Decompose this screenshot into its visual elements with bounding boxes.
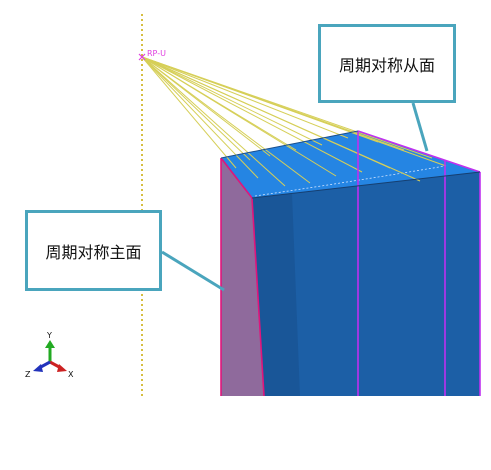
master-face-edges bbox=[220, 157, 265, 397]
top-partition-line bbox=[254, 165, 446, 197]
front-face[interactable] bbox=[252, 172, 480, 396]
triad-x-label: X bbox=[68, 370, 74, 379]
view-triad: Y X Z bbox=[25, 331, 74, 379]
triad-y-arrow bbox=[45, 340, 55, 348]
master-face[interactable] bbox=[221, 158, 264, 396]
slave-face-callout-text: 周期对称从面 bbox=[338, 55, 435, 75]
triad-z-arrow bbox=[33, 364, 43, 372]
triad-z-label: Z bbox=[25, 370, 31, 379]
top-back-edge bbox=[220, 130, 359, 159]
callout-slave-leader bbox=[411, 102, 429, 152]
triad-x-arrow bbox=[57, 364, 67, 372]
master-face-callout: 周期对称主面 bbox=[25, 210, 162, 291]
reference-point[interactable] bbox=[138, 53, 146, 61]
reference-point-label: RP-U bbox=[147, 49, 166, 58]
triad-y-label: Y bbox=[46, 331, 52, 340]
coupling-lines bbox=[141, 56, 447, 187]
slave-face-callout: 周期对称从面 bbox=[318, 24, 456, 103]
master-face-callout-text: 周期对称主面 bbox=[45, 242, 142, 262]
top-front-edge bbox=[251, 171, 481, 199]
callout-master-leader bbox=[161, 250, 225, 292]
top-face[interactable] bbox=[221, 131, 480, 198]
slave-face-edges bbox=[357, 130, 481, 396]
front-face-shade bbox=[252, 193, 300, 396]
